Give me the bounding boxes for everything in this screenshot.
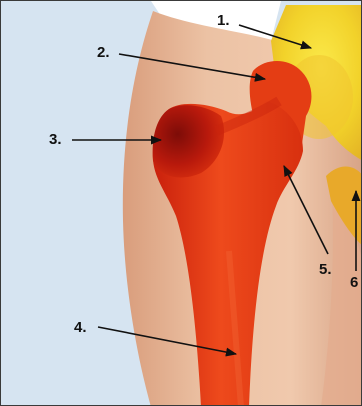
label-5: 5. xyxy=(319,261,332,278)
label-4: 4. xyxy=(74,319,87,336)
label-3: 3. xyxy=(49,131,62,148)
label-2: 2. xyxy=(97,44,110,61)
label-1: 1. xyxy=(217,12,230,29)
label-6: 6 xyxy=(350,274,358,291)
